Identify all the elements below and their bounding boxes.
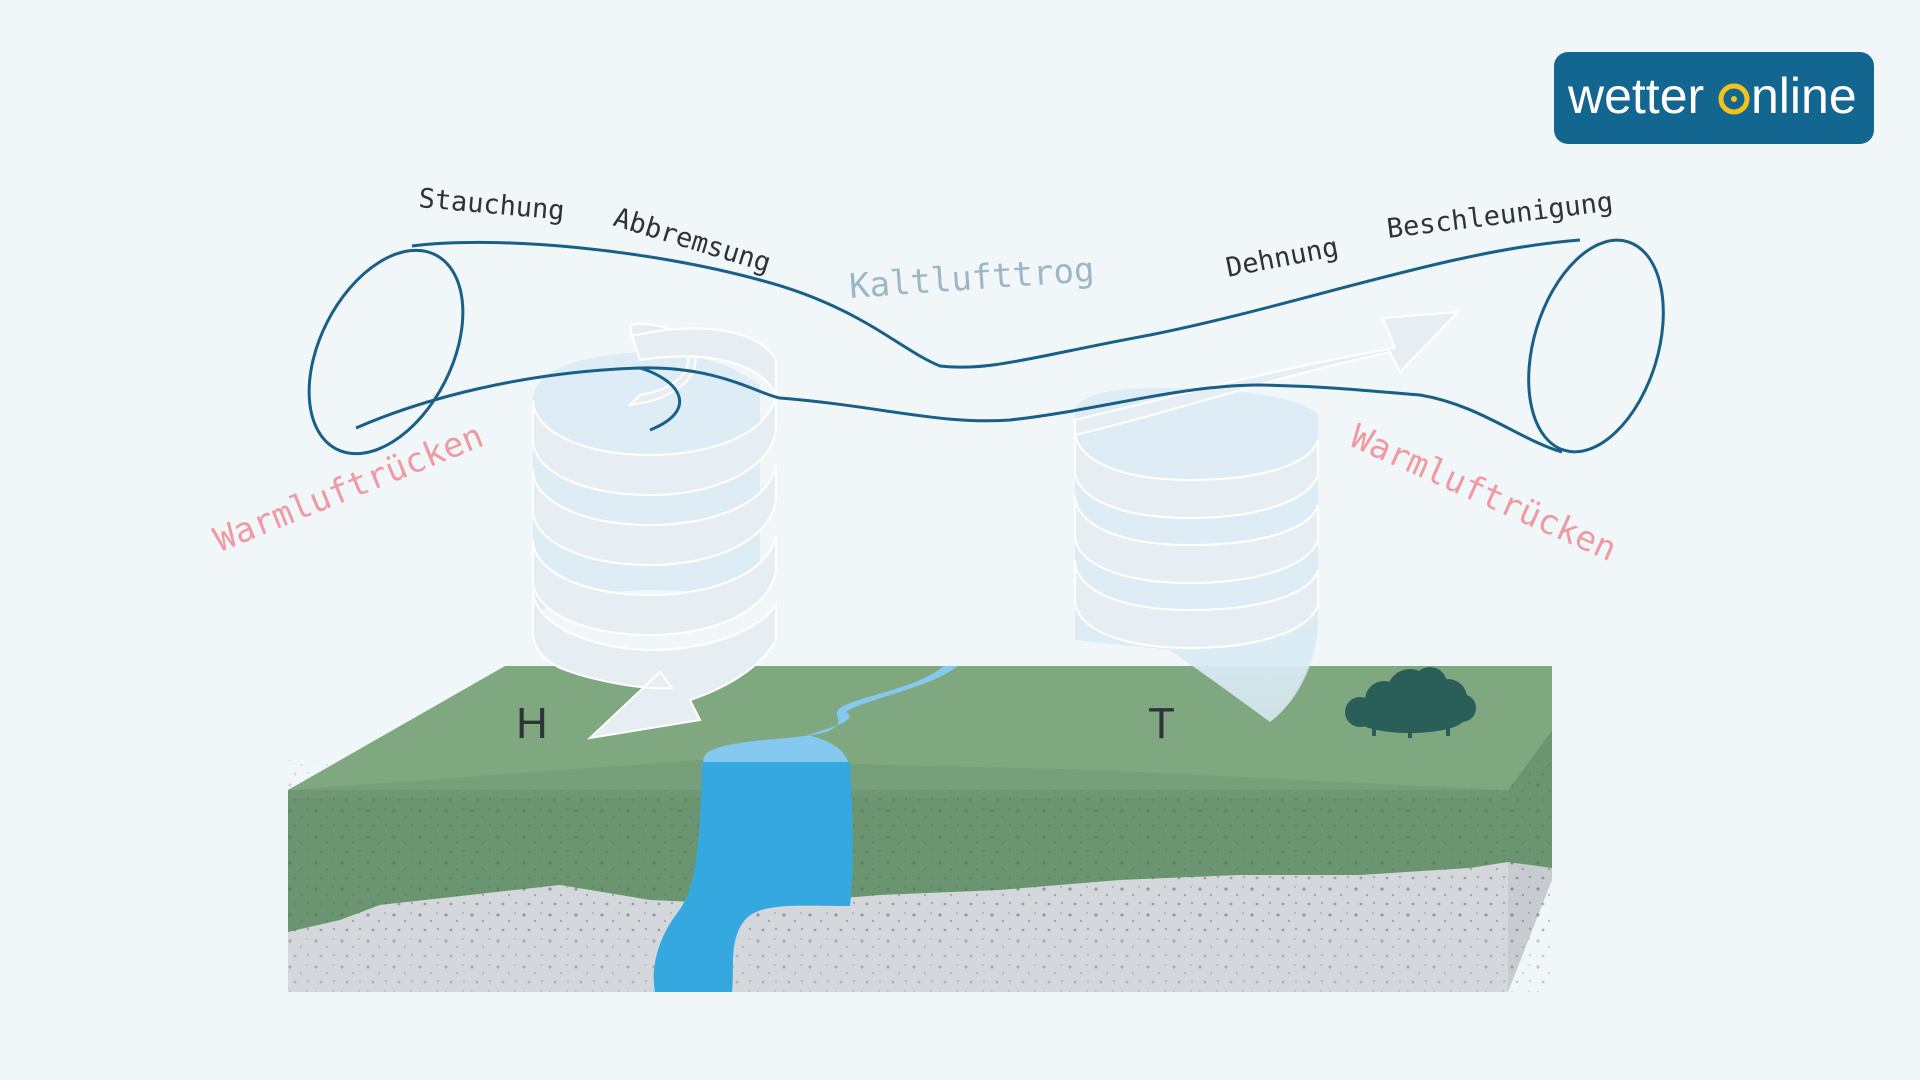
label-warmluftruecken-right: Warmluftrücken [1344, 417, 1622, 570]
spiral-arrow [1074, 310, 1461, 437]
high-pressure-spiral [532, 323, 777, 740]
label-abbremsung: Abbremsung [610, 202, 775, 279]
tube-upper-edge [411, 238, 1581, 369]
river-cut [653, 762, 853, 992]
wetteronline-logo: wetter nline [1554, 52, 1874, 144]
spiral-band-4 [532, 589, 777, 740]
spiral-fade-tail [1170, 620, 1318, 722]
spiral-band-2 [532, 464, 777, 567]
logo-background [1554, 52, 1874, 144]
grass-edge-shade [288, 760, 1508, 798]
label-low-pressure: T [1148, 699, 1175, 748]
spiral-band-2 [1074, 494, 1319, 585]
spiral-band-1 [532, 394, 777, 497]
logo-text-right: nline [1751, 68, 1857, 124]
label-stauchung: Stauchung [417, 183, 565, 227]
trees-icon [1345, 667, 1476, 738]
logo-text-left: wetter [1567, 68, 1704, 124]
tube-connector-left [639, 366, 682, 432]
label-high-pressure: H [516, 699, 548, 748]
label-dehnung: Dehnung [1223, 232, 1341, 284]
low-pressure-spiral [1074, 310, 1461, 722]
tube-end-left [307, 248, 465, 456]
river-top [702, 666, 958, 770]
label-beschleunigung: Beschleunigung [1385, 186, 1615, 245]
spiral-band-3 [532, 534, 777, 637]
tube-lower-edge [355, 366, 1563, 454]
spiral-top-ribbon [630, 327, 777, 396]
spiral-band-1 [1074, 429, 1319, 520]
tube-end-right [1527, 238, 1665, 454]
spiral-band-3 [1074, 559, 1319, 650]
label-warmluftruecken-left: Warmluftrücken [208, 416, 489, 560]
jet-stream-tube [307, 238, 1665, 456]
label-kaltlufttrog: Kaltlufttrog [848, 250, 1096, 307]
sun-icon [1718, 83, 1750, 115]
